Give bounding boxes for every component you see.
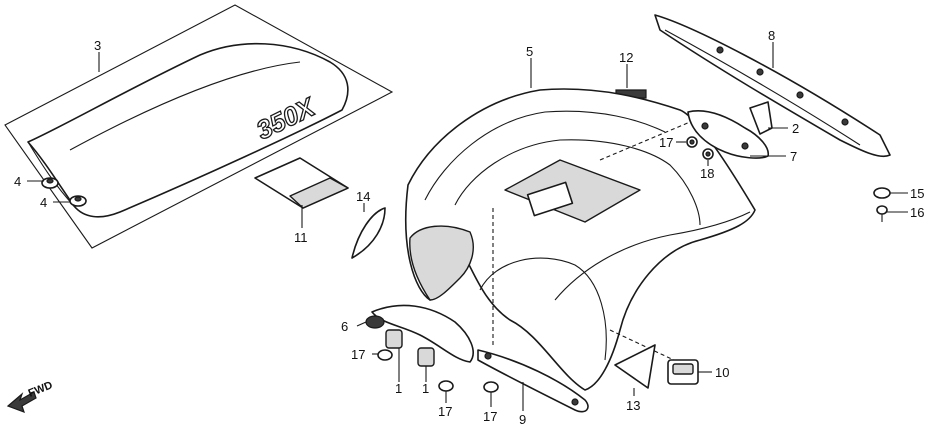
rail-collar <box>483 381 499 393</box>
callout-17-bottom: 17 <box>438 404 452 419</box>
seat-frame-outline <box>4 4 394 249</box>
callout-4-upper: 4 <box>14 174 21 189</box>
callout-17-rail: 17 <box>483 409 497 424</box>
fender-bolt <box>876 205 888 222</box>
owner-manual-pouch <box>254 157 349 209</box>
seat-assembly: 350X <box>4 4 394 249</box>
rear-reflector <box>667 359 699 385</box>
fender-inner-rim <box>424 110 666 201</box>
forward-arrow-icon <box>6 391 37 414</box>
callout-3: 3 <box>94 38 101 53</box>
fender-rear-rail <box>477 349 589 413</box>
hinge-collar <box>702 148 714 160</box>
seat-catch-clip <box>749 101 773 135</box>
fender-left-flap <box>409 225 474 301</box>
fender-wheel-arch <box>479 257 607 361</box>
fender-stay-left <box>365 304 474 363</box>
mount-collar-left <box>377 349 393 361</box>
rear-carrier-bracket <box>654 14 891 158</box>
forward-direction-indicator: FWD <box>6 379 55 414</box>
callout-6: 6 <box>341 319 348 334</box>
callout-5: 5 <box>526 44 533 59</box>
callout-14: 14 <box>356 189 370 204</box>
seat-bolt-lower <box>69 195 87 207</box>
callout-9: 9 <box>519 412 526 427</box>
callout-16: 16 <box>910 205 924 220</box>
assembly-line-fender-hinge <box>599 121 691 161</box>
callouts: 3 4 4 11 5 12 8 2 7 17 18 15 16 14 6 17 … <box>14 28 924 427</box>
fender-top-deck <box>454 139 701 226</box>
fender-center-plate <box>526 181 574 217</box>
leader-lines <box>27 42 908 411</box>
seat-cushion-edge <box>69 61 301 151</box>
rubber-mount-left <box>385 329 403 349</box>
forward-label: FWD <box>27 379 55 400</box>
fender-outer-flare <box>554 211 751 301</box>
callout-18: 18 <box>700 166 714 181</box>
fender-nut <box>873 187 891 199</box>
callout-4-lower: 4 <box>40 195 47 210</box>
rubber-mount-right <box>417 347 435 367</box>
seat-cushion-side <box>27 141 75 207</box>
callout-2: 2 <box>792 121 799 136</box>
callout-11: 11 <box>294 230 308 245</box>
right-side-protector <box>614 344 656 389</box>
hinge-nut <box>686 136 698 148</box>
fender-recess <box>504 159 641 223</box>
left-side-protector <box>351 207 386 259</box>
callout-8: 8 <box>768 28 775 43</box>
callout-15: 15 <box>910 186 924 201</box>
callout-10: 10 <box>715 365 729 380</box>
callout-1-left: 1 <box>395 381 402 396</box>
mount-collar-right <box>438 380 454 392</box>
callout-1-right: 1 <box>422 381 429 396</box>
callout-17-hinge: 17 <box>659 135 673 150</box>
callout-17-left: 17 <box>351 347 365 362</box>
callout-12: 12 <box>619 50 633 65</box>
seat-cushion <box>27 42 349 218</box>
seat-bolt-upper <box>41 177 59 189</box>
callout-7: 7 <box>790 149 797 164</box>
rear-fender <box>405 88 756 391</box>
callout-13: 13 <box>626 398 640 413</box>
